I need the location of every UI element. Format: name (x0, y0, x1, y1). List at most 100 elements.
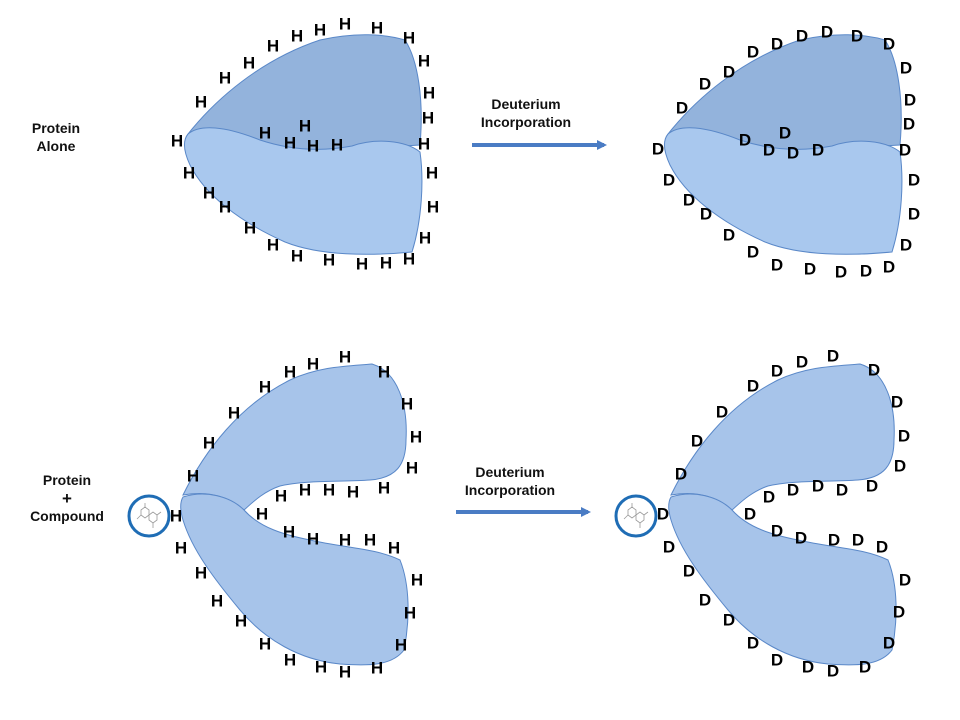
protein-alone-label: Protein Alone (18, 120, 94, 155)
deuterium-label: D (699, 591, 711, 610)
hydrogen-label: H (403, 29, 415, 48)
deuterium-label: D (796, 27, 808, 46)
deuterium-label: D (763, 141, 775, 160)
bottom-arrow-label: Deuterium Incorporation (446, 464, 574, 499)
hydrogen-label: H (256, 505, 268, 524)
hydrogen-label: H (275, 487, 287, 506)
deuterium-label: D (883, 35, 895, 54)
protein-compound-label-line3: Compound (30, 508, 104, 525)
deuterium-label: D (771, 651, 783, 670)
deuterium-label: D (860, 262, 872, 281)
protein-compound-label-plus: + (62, 488, 72, 508)
deuterium-label: D (796, 353, 808, 372)
protein-compound-label: Protein + Compound (16, 472, 118, 526)
deuterium-label: D (891, 393, 903, 412)
deuterium-label: D (802, 658, 814, 677)
deuterium-label: D (771, 256, 783, 275)
hydrogen-label: H (171, 132, 183, 151)
hydrogen-label: H (267, 37, 279, 56)
protein-alone-label-line1: Protein (31, 120, 81, 136)
deuterium-label: D (744, 505, 756, 524)
deuterium-label: D (899, 141, 911, 160)
protein-open-h (180, 363, 409, 666)
deuterium-label: D (852, 531, 864, 550)
deuterium-label: D (747, 634, 759, 653)
deuterium-label: D (883, 258, 895, 277)
deuterium-label: D (835, 263, 847, 282)
hydrogen-label: H (228, 404, 240, 423)
protein-lower-lobe (668, 493, 897, 666)
deuterium-label: D (804, 260, 816, 279)
deuterium-label: D (859, 658, 871, 677)
deuterium-label: D (779, 124, 791, 143)
hydrogen-label: H (418, 135, 430, 154)
deuterium-label: D (723, 63, 735, 82)
deuterium-label: D (700, 205, 712, 224)
protein-alone-label-line2: Alone (36, 137, 76, 154)
hydrogen-label: H (284, 363, 296, 382)
hydrogen-label: H (203, 184, 215, 203)
hydrogen-label: H (323, 481, 335, 500)
deuterium-label: D (683, 191, 695, 210)
protein-compound-label-line1: Protein (42, 472, 92, 488)
hydrogen-label: H (331, 136, 343, 155)
hydrogen-label: H (371, 19, 383, 38)
protein-open-d (668, 363, 897, 666)
deuterium-label: D (683, 562, 695, 581)
deuterium-label: D (676, 99, 688, 118)
hydrogen-label: H (291, 27, 303, 46)
deuterium-label: D (908, 171, 920, 190)
hydrogen-label: H (187, 467, 199, 486)
hydrogen-label: H (388, 539, 400, 558)
hydrogen-label: H (243, 54, 255, 73)
deuterium-label: D (787, 144, 799, 163)
hydrogen-label: H (378, 363, 390, 382)
deuterium-label: D (827, 662, 839, 681)
hydrogen-label: H (339, 663, 351, 682)
hydrogen-label: H (307, 137, 319, 156)
top-arrow-label: Deuterium Incorporation (462, 96, 590, 131)
hydrogen-label: H (410, 428, 422, 447)
hydrogen-label: H (307, 355, 319, 374)
deuterium-label: D (836, 481, 848, 500)
hydrogen-label: H (259, 635, 271, 654)
hydrogen-label: H (267, 236, 279, 255)
deuterium-label: D (787, 481, 799, 500)
hydrogen-label: H (404, 604, 416, 623)
deuterium-label: D (675, 465, 687, 484)
protein-upper-lobe (670, 363, 895, 511)
hydrogen-label: H (299, 481, 311, 500)
deuterium-label: D (747, 243, 759, 262)
hydrogen-label: H (307, 530, 319, 549)
deuterium-label: D (652, 140, 664, 159)
deuterium-label: D (747, 43, 759, 62)
deuterium-label: D (691, 432, 703, 451)
hydrogen-label: H (259, 124, 271, 143)
deuterium-label: D (812, 477, 824, 496)
hydrogen-label: H (219, 69, 231, 88)
deuterium-label: D (723, 226, 735, 245)
hydrogen-label: H (426, 164, 438, 183)
deuterium-label: D (900, 236, 912, 255)
hydrogen-label: H (418, 52, 430, 71)
deuterium-label: D (851, 27, 863, 46)
bottom-arrow-label-line2: Incorporation (464, 481, 556, 498)
hydrogen-label: H (299, 117, 311, 136)
hydrogen-label: H (364, 531, 376, 550)
deuterium-label: D (663, 171, 675, 190)
deuterium-label: D (899, 571, 911, 590)
hydrogen-label: H (347, 483, 359, 502)
hydrogen-label: H (314, 21, 326, 40)
deuterium-label: D (663, 538, 675, 557)
hydrogen-label: H (403, 250, 415, 269)
deuterium-label: D (771, 35, 783, 54)
top-arrow-label-line1: Deuterium (491, 96, 561, 112)
deuterium-label: D (747, 377, 759, 396)
hydrogen-label: H (371, 659, 383, 678)
hydrogen-label: H (244, 219, 256, 238)
hydrogen-label: H (259, 378, 271, 397)
hydrogen-label: H (401, 395, 413, 414)
